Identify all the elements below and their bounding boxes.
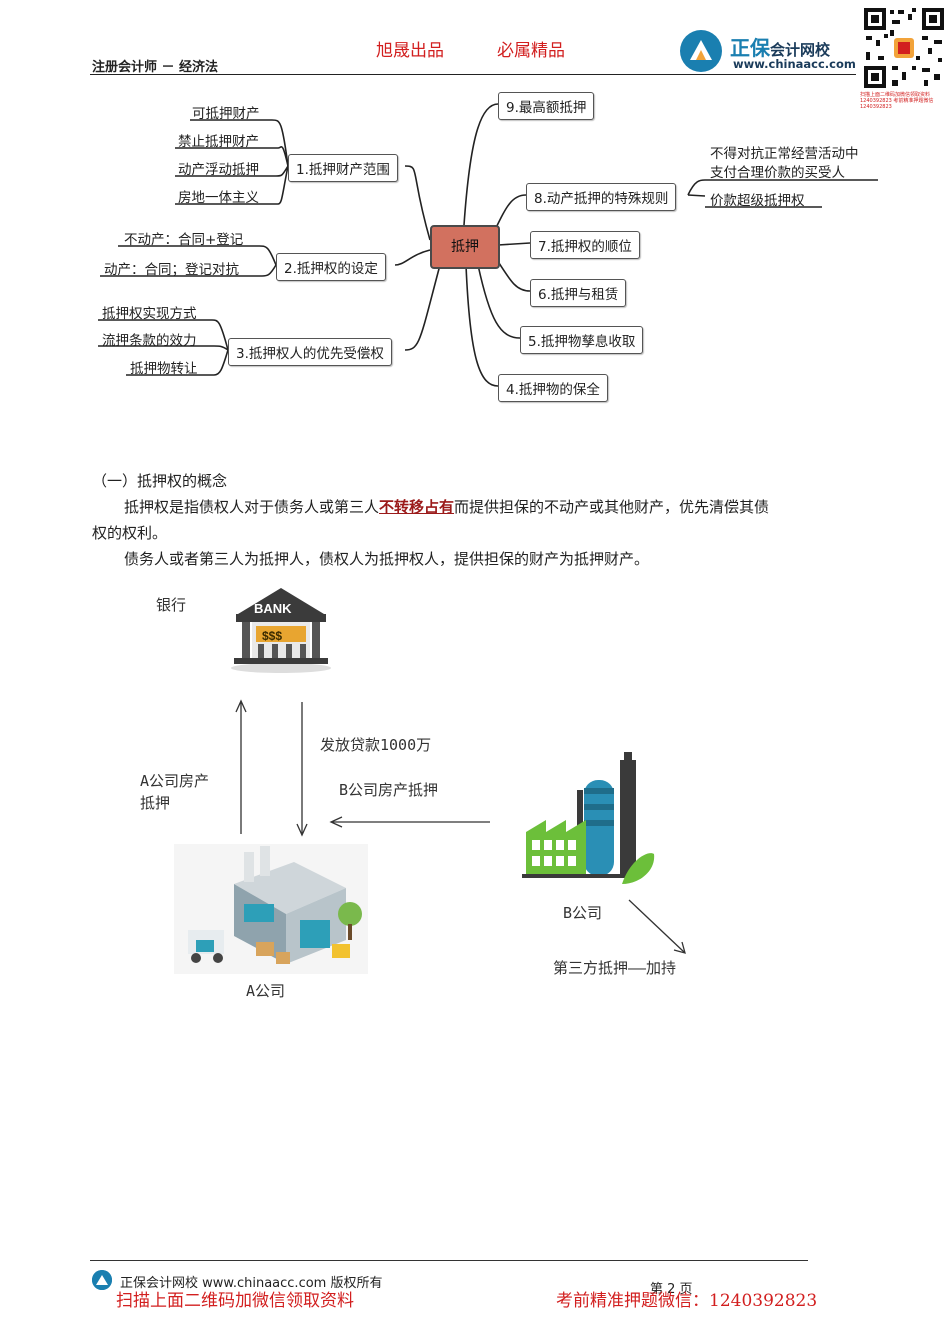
- slogan-left: 旭晟出品: [376, 41, 444, 61]
- brand-name-main: 正保: [730, 36, 770, 60]
- branch-5-node: 5.抵押物孳息收取: [520, 326, 644, 354]
- branch-3-leaf-3: 抵押物转让: [130, 361, 198, 377]
- third-party-label: 第三方抵押——加持: [553, 959, 677, 977]
- footer-copyright: 正保会计网校 www.chinaacc.com 版权所有: [120, 1276, 383, 1291]
- branch-3-node: 3.抵押权人的优先受偿权: [228, 338, 392, 366]
- brand-name-sub: 会计网校: [770, 41, 831, 59]
- footer-promo-left: 扫描上面二维码加微信领取资料: [116, 1291, 354, 1311]
- a-mortgage-label-1: A公司房产: [140, 772, 210, 790]
- a-mortgage-label-2: 抵押: [140, 794, 171, 812]
- para1-continuation: 权的权利。: [92, 524, 168, 542]
- branch-1-leaf-2: 禁止抵押财产: [178, 134, 259, 150]
- course-title: 注册会计师 － 经济法: [92, 60, 219, 75]
- slogan-right: 必属精品: [497, 41, 565, 61]
- branch-1-leaf-1: 可抵押财产: [192, 106, 260, 122]
- brand-url[interactable]: www.chinaacc.com: [733, 57, 856, 71]
- branch-1-node: 1.抵押财产范围: [288, 154, 398, 182]
- branch-1-leaf-4: 房地一体主义: [178, 190, 259, 206]
- qr-caption: 扫描上面二维码加微信领取资料 1240392823 考前精准押题微信 12403…: [860, 92, 934, 110]
- section-heading: （一）抵押权的概念: [92, 472, 228, 490]
- footer-logo-icon: [92, 1270, 112, 1290]
- b-mortgage-label: B公司房产抵押: [339, 781, 439, 799]
- para1-part-b: 而提供担保的不动产或其他财产，优先清偿其债: [454, 498, 770, 516]
- branch-2-leaf-1: 不动产：合同+登记: [124, 232, 244, 248]
- loan-label: 发放贷款1000万: [320, 736, 432, 754]
- parties-paragraph: 债务人或者第三人为抵押人，债权人为抵押权人，提供担保的财产为抵押财产。: [124, 550, 650, 568]
- footer-promo-right: 考前精准押题微信：1240392823: [556, 1291, 818, 1311]
- concept-paragraph: 抵押权是指债权人对于债务人或第三人不转移占有而提供担保的不动产或其他财产，优先清…: [92, 494, 862, 520]
- branch-8-node: 8.动产抵押的特殊规则: [526, 183, 677, 211]
- mind-map-connectors: [98, 103, 878, 387]
- branch-6-node: 6.抵押与租赁: [530, 279, 627, 307]
- para1-emphasis: 不转移占有: [379, 498, 455, 516]
- page-number: 第 2 页: [650, 1282, 693, 1297]
- mind-map: 抵押 1.抵押财产范围 可抵押财产 禁止抵押财产 动产浮动抵押 房地一体主义 2…: [0, 80, 950, 420]
- branch-9-node: 9.最高额抵押: [498, 92, 595, 120]
- mind-map-center: 抵押: [430, 225, 500, 269]
- bank-money: $$$: [262, 629, 283, 643]
- branch-2-node: 2.抵押权的设定: [276, 253, 386, 281]
- company-a-icon: [174, 844, 368, 974]
- bank-sign: BANK: [254, 601, 292, 616]
- branch-3-leaf-2: 流押条款的效力: [102, 333, 197, 349]
- company-b-label: B公司: [563, 904, 603, 922]
- para1-part-a: 抵押权是指债权人对于债务人或第三人: [124, 498, 380, 516]
- qr-code-icon[interactable]: [862, 6, 946, 90]
- header-rule: [90, 74, 856, 75]
- bank-label: 银行: [156, 596, 187, 614]
- branch-8-leaf-1a: 不得对抗正常经营活动中: [710, 146, 859, 162]
- branch-2-leaf-2: 动产：合同；登记对抗: [104, 262, 239, 278]
- branch-4-node: 4.抵押物的保全: [498, 374, 608, 402]
- bank-icon: [228, 584, 334, 674]
- company-b-icon: [522, 750, 658, 890]
- branch-8-leaf-2: 价款超级抵押权: [710, 193, 805, 209]
- footer-rule: [90, 1260, 808, 1261]
- branch-1-leaf-3: 动产浮动抵押: [178, 162, 259, 178]
- branch-3-leaf-1: 抵押权实现方式: [102, 306, 197, 322]
- branch-7-node: 7.抵押权的顺位: [530, 231, 640, 259]
- brand-name: 正保会计网校: [730, 32, 830, 61]
- brand-logo-icon: [680, 30, 722, 72]
- branch-8-leaf-1b: 支付合理价款的买受人: [710, 165, 845, 181]
- company-a-label: A公司: [246, 982, 286, 1000]
